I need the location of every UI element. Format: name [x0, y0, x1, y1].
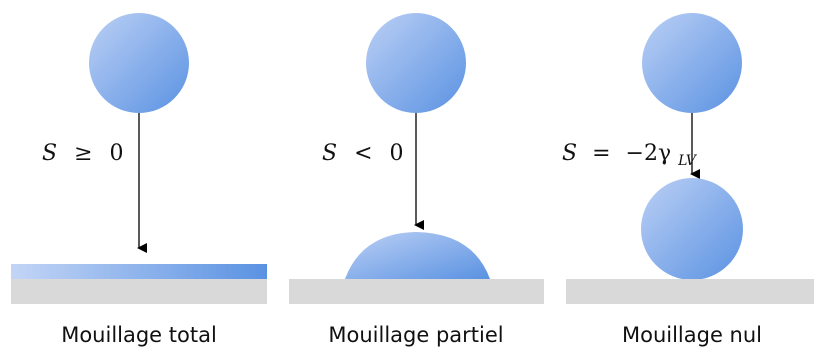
formula-lhs: S	[562, 141, 577, 166]
formula-operator: ≥	[74, 141, 92, 166]
falling-drop	[89, 13, 189, 113]
formula-rhs: 0	[110, 141, 124, 166]
formula-rhs: −2γ	[626, 141, 672, 166]
panel-partial-wetting: S < 0 Mouillage partiel	[289, 13, 544, 347]
caption: Mouillage partiel	[328, 323, 503, 347]
caption: Mouillage nul	[622, 323, 762, 347]
resting-drop	[641, 178, 743, 280]
spreading-condition: S ≥ 0	[42, 141, 124, 166]
substrate	[289, 279, 544, 304]
formula-operator: <	[354, 141, 372, 166]
spreading-condition: S = −2γ LV	[562, 141, 698, 169]
falling-drop	[642, 13, 742, 113]
panel-total-wetting: S ≥ 0 Mouillage total	[11, 13, 267, 347]
formula-lhs: S	[322, 141, 337, 166]
formula-operator: =	[592, 141, 610, 166]
formula-lhs: S	[42, 141, 57, 166]
substrate	[11, 279, 267, 304]
sessile-drop-cap	[345, 232, 490, 279]
substrate	[566, 279, 814, 304]
formula-rhs: 0	[390, 141, 404, 166]
caption: Mouillage total	[61, 323, 217, 347]
formula-subscript: LV	[677, 153, 698, 169]
panel-no-wetting: S = −2γ LV Mouillage nul	[562, 13, 814, 347]
spreading-condition: S < 0	[322, 141, 404, 166]
falling-drop	[366, 13, 466, 113]
liquid-film	[11, 264, 267, 279]
